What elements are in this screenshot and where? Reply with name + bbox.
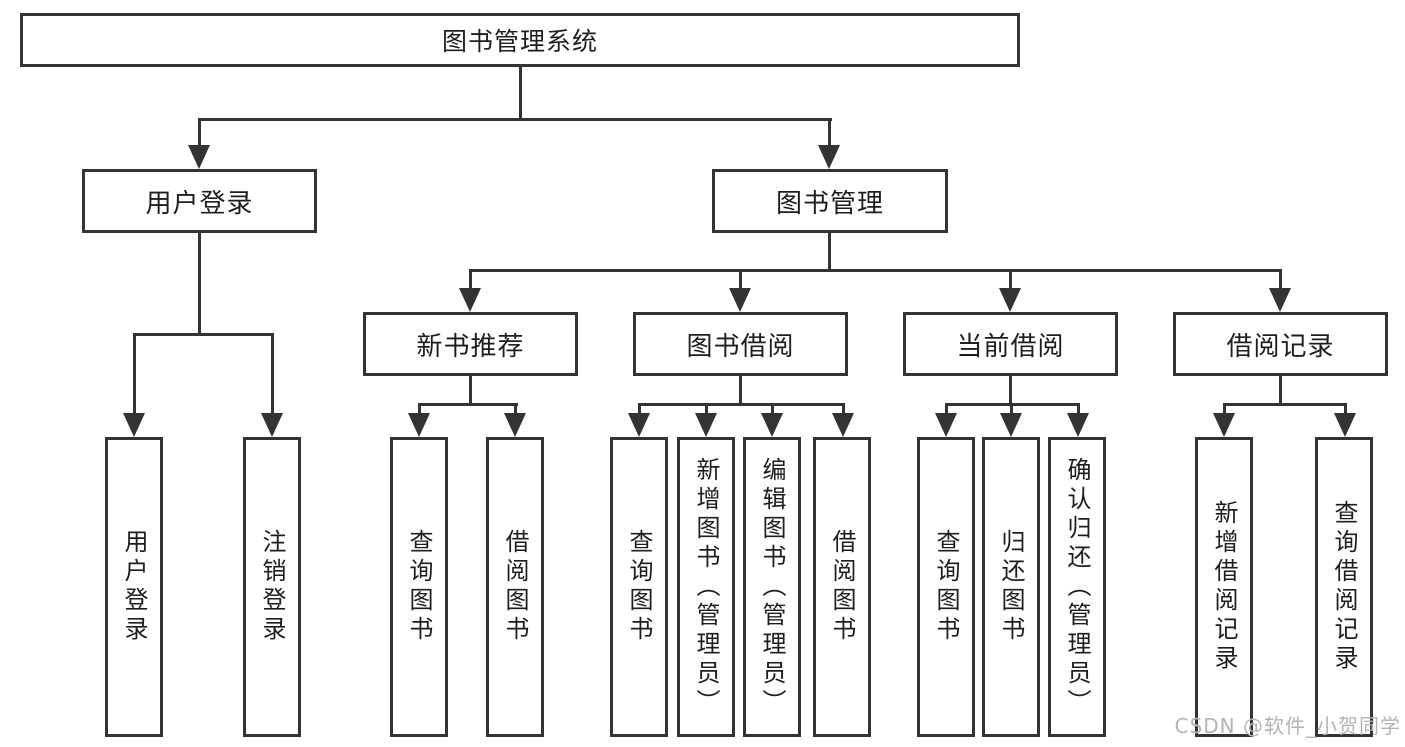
arrowhead-leaf-user-login (123, 413, 145, 437)
node-leaf-query-books-2-label: 查询图书 (625, 529, 653, 645)
node-current-borrow: 当前借阅 (903, 312, 1118, 376)
arrowhead-user-login (188, 145, 210, 169)
connector-root-stem (519, 67, 522, 120)
connector-book-management-rail (469, 269, 1282, 272)
node-leaf-return-books-label: 归还图书 (997, 529, 1025, 645)
arrowhead-leaf-query-books-3 (935, 413, 957, 437)
connector-to-leaf-edit-books-admin (771, 403, 774, 415)
node-leaf-confirm-return-admin: 确认归还（管理员） (1048, 437, 1106, 737)
node-new-book-recommend-label: 新书推荐 (416, 331, 525, 362)
connector-to-leaf-add-books-admin (705, 403, 708, 415)
connector-book-borrow-rail (638, 403, 845, 406)
node-new-book-recommend: 新书推荐 (363, 312, 578, 376)
node-borrow-records-label: 借阅记录 (1226, 331, 1335, 362)
node-leaf-query-borrow-record: 查询借阅记录 (1315, 437, 1373, 737)
connector-borrow-records-stem (1279, 376, 1282, 406)
connector-book-management-stem (828, 233, 831, 272)
node-root-label: 图书管理系统 (441, 27, 598, 56)
connector-root-rail (198, 118, 832, 121)
node-book-borrow-label: 图书借阅 (686, 331, 795, 362)
connector-to-leaf-query-books-3 (945, 403, 948, 415)
connector-root-to-user-login (198, 118, 201, 148)
node-leaf-edit-books-admin-label: 编辑图书（管理员） (758, 456, 786, 718)
node-user-login-label: 用户登录 (145, 188, 254, 219)
arrowhead-borrow-records (1269, 288, 1291, 312)
node-leaf-borrow-books-2: 借阅图书 (813, 437, 871, 737)
node-leaf-add-borrow-record: 新增借阅记录 (1195, 437, 1253, 737)
node-leaf-query-books-3-label: 查询图书 (932, 529, 960, 645)
connector-to-leaf-borrow-books-1 (514, 403, 517, 415)
node-leaf-logout-label: 注销登录 (258, 529, 286, 645)
node-leaf-query-books-2: 查询图书 (610, 437, 668, 737)
connector-to-leaf-user-login (133, 333, 136, 414)
connector-to-leaf-query-books-1 (418, 403, 421, 415)
connector-to-leaf-query-borrow-record (1344, 403, 1347, 415)
csdn-watermark: CSDN @软件_小贺同学 (1174, 714, 1401, 738)
node-leaf-return-books: 归还图书 (982, 437, 1040, 737)
node-root: 图书管理系统 (20, 13, 1020, 67)
node-leaf-query-books-1: 查询图书 (390, 437, 448, 737)
arrowhead-current-borrow (999, 288, 1021, 312)
arrowhead-leaf-edit-books-admin (761, 413, 783, 437)
node-leaf-user-login-label: 用户登录 (120, 529, 148, 645)
arrowhead-leaf-return-books (1000, 413, 1022, 437)
connector-to-borrow-records (1279, 269, 1282, 289)
node-current-borrow-label: 当前借阅 (956, 331, 1065, 362)
connector-current-borrow-stem (1009, 376, 1012, 406)
node-leaf-user-login: 用户登录 (105, 437, 163, 737)
connector-to-book-borrow (739, 269, 742, 289)
node-leaf-query-books-1-label: 查询图书 (405, 529, 433, 645)
arrowhead-new-book-recommend (459, 288, 481, 312)
node-leaf-edit-books-admin: 编辑图书（管理员） (743, 437, 801, 737)
arrowhead-leaf-borrow-books-1 (504, 413, 526, 437)
connector-to-leaf-confirm-return (1077, 403, 1080, 415)
arrowhead-leaf-add-books-admin (695, 413, 717, 437)
node-book-borrow: 图书借阅 (633, 312, 848, 376)
connector-book-borrow-stem (739, 376, 742, 406)
connector-to-leaf-add-borrow-record (1223, 403, 1226, 415)
arrowhead-leaf-add-borrow-record (1213, 413, 1235, 437)
connector-root-to-book-management (828, 118, 831, 148)
node-borrow-records: 借阅记录 (1173, 312, 1388, 376)
arrowhead-leaf-borrow-books-2 (832, 413, 854, 437)
connector-user-login-stem (198, 233, 201, 336)
node-book-management-label: 图书管理 (775, 188, 884, 219)
arrowhead-leaf-confirm-return (1067, 413, 1089, 437)
arrowhead-book-management (818, 145, 840, 169)
node-leaf-query-borrow-record-label: 查询借阅记录 (1330, 500, 1358, 674)
node-leaf-query-books-3: 查询图书 (917, 437, 975, 737)
node-user-login: 用户登录 (82, 169, 317, 233)
connector-to-leaf-return-books (1010, 403, 1013, 415)
connector-to-leaf-query-books-2 (638, 403, 641, 415)
node-leaf-add-books-admin-label: 新增图书（管理员） (692, 456, 720, 718)
node-leaf-borrow-books-1-label: 借阅图书 (501, 529, 529, 645)
node-book-management: 图书管理 (712, 169, 948, 233)
node-leaf-borrow-books-2-label: 借阅图书 (828, 529, 856, 645)
connector-to-current-borrow (1009, 269, 1012, 289)
connector-to-leaf-logout (271, 333, 274, 414)
arrowhead-leaf-query-borrow-record (1334, 413, 1356, 437)
connector-new-book-recommend-rail (418, 403, 518, 406)
arrowhead-leaf-query-books-2 (628, 413, 650, 437)
node-leaf-add-books-admin: 新增图书（管理员） (677, 437, 735, 737)
connector-user-login-rail (133, 333, 274, 336)
node-leaf-confirm-return-admin-label: 确认归还（管理员） (1063, 456, 1091, 718)
node-leaf-logout: 注销登录 (243, 437, 301, 737)
node-leaf-borrow-books-1: 借阅图书 (486, 437, 544, 737)
connector-to-new-book-recommend (469, 269, 472, 289)
arrowhead-book-borrow (729, 288, 751, 312)
arrowhead-leaf-query-books-1 (408, 413, 430, 437)
connector-borrow-records-rail (1223, 403, 1346, 406)
connector-to-leaf-borrow-books-2 (842, 403, 845, 415)
arrowhead-leaf-logout (261, 413, 283, 437)
node-leaf-add-borrow-record-label: 新增借阅记录 (1210, 500, 1238, 674)
connector-new-book-recommend-stem (469, 376, 472, 406)
